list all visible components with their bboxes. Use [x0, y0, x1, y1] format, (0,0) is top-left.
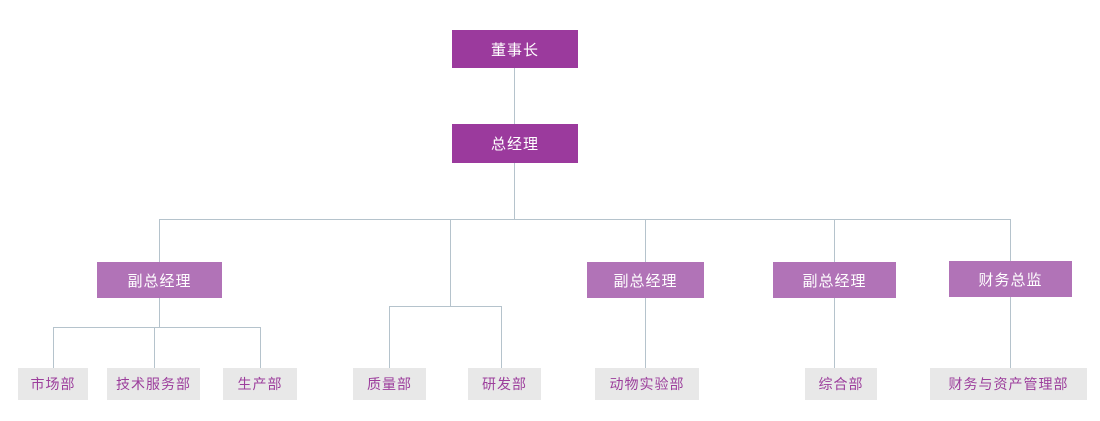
org-node-label: 财务与资产管理部	[948, 377, 1069, 393]
org-node-production-dept: 生产部	[223, 368, 297, 400]
org-node-animal-lab-dept: 动物实验部	[595, 368, 699, 400]
connector-chairman-gm	[514, 68, 515, 124]
connector-to-finance-asset-dept	[1010, 297, 1011, 368]
org-node-quality-dept: 质量部	[353, 368, 426, 400]
org-node-rd-dept: 研发部	[468, 368, 541, 400]
org-node-label: 动物实验部	[609, 377, 685, 393]
org-node-label: 财务总监	[978, 270, 1043, 289]
org-node-label: 技术服务部	[116, 377, 191, 393]
org-node-general-affairs-dept: 综合部	[805, 368, 877, 400]
connector-trunk-branch-2	[450, 219, 451, 306]
connector-trunk-finance-director	[1010, 219, 1011, 261]
connector-to-rd-dept	[501, 306, 502, 368]
org-node-deputy-gm-1: 副总经理	[97, 262, 222, 298]
connector-to-production-dept	[260, 327, 261, 368]
org-node-finance-director: 财务总监	[949, 261, 1072, 297]
org-node-label: 总经理	[490, 135, 539, 153]
org-node-deputy-gm-3: 副总经理	[773, 262, 896, 298]
connector-to-animal-lab-dept	[645, 298, 646, 368]
org-node-chairman: 董事长	[452, 30, 578, 68]
connector-to-marketing-dept	[53, 327, 54, 368]
connector-trunk-deputy-gm-2	[645, 219, 646, 262]
connector-gm-trunk	[514, 163, 515, 219]
org-node-label: 市场部	[30, 377, 76, 393]
org-node-general-manager: 总经理	[452, 124, 578, 163]
org-node-label: 研发部	[482, 377, 527, 393]
org-node-label: 副总经理	[802, 271, 867, 290]
org-node-finance-asset-dept: 财务与资产管理部	[930, 368, 1087, 400]
connector-trunk-deputy-gm-1	[159, 219, 160, 262]
org-node-label: 生产部	[237, 377, 283, 393]
connector-branch-2-splitter	[389, 306, 502, 307]
connector-to-quality-dept	[389, 306, 390, 368]
org-node-deputy-gm-2: 副总经理	[587, 262, 704, 298]
org-node-label: 质量部	[367, 377, 412, 393]
connector-to-general-affairs-dept	[834, 298, 835, 368]
connector-trunk-deputy-gm-3	[834, 219, 835, 262]
connector-to-tech-service-dept	[154, 327, 155, 368]
org-node-marketing-dept: 市场部	[18, 368, 88, 400]
org-node-label: 综合部	[818, 377, 864, 393]
connector-deputy-gm-1-stem	[159, 298, 160, 327]
org-node-label: 董事长	[490, 40, 539, 59]
connector-branch-1-splitter	[53, 327, 260, 328]
org-node-tech-service-dept: 技术服务部	[107, 368, 200, 400]
connector-trunk-line	[159, 219, 1011, 220]
org-node-label: 副总经理	[613, 271, 678, 290]
org-node-label: 副总经理	[127, 271, 192, 290]
